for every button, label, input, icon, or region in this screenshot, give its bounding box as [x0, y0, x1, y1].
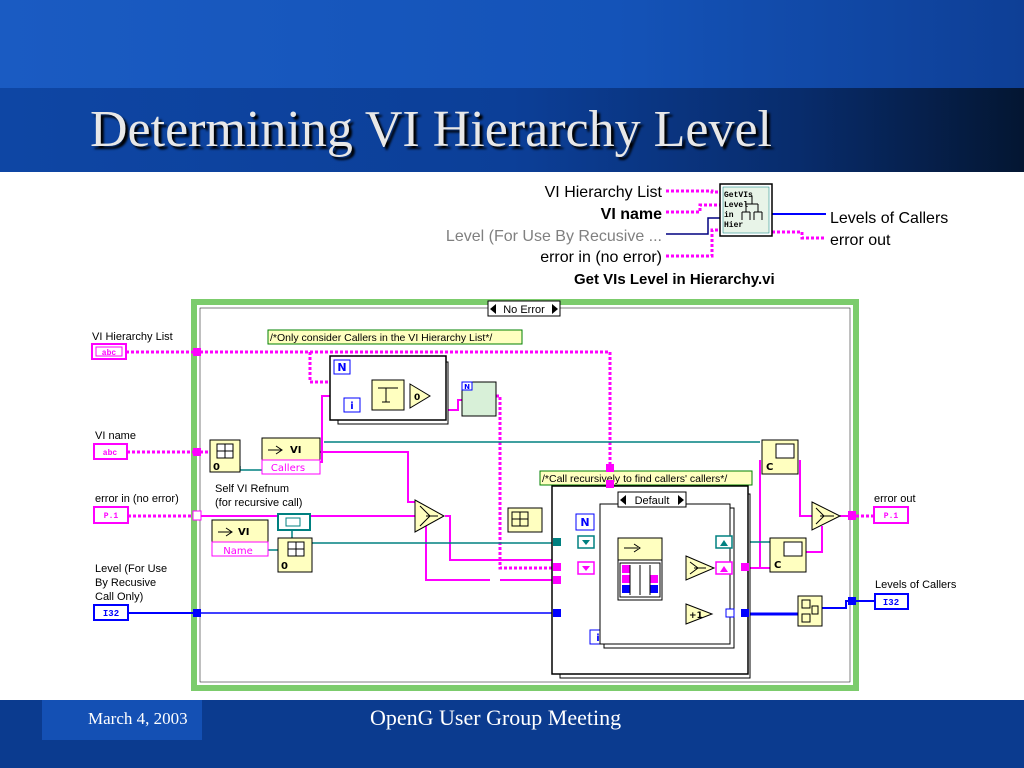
- vi-name-to-path-node: 0: [209, 439, 241, 473]
- increment-node: [685, 603, 714, 625]
- control-vi-name[interactable]: VI name abc: [93, 430, 136, 460]
- indicator-levels[interactable]: Levels of Callers I32: [874, 579, 957, 610]
- property-node-name-label: Name: [223, 546, 253, 557]
- compare-node: [409, 383, 431, 409]
- control-error-in-label: error in (no error): [95, 493, 179, 505]
- connector-input-hierarchy-list: VI Hierarchy List: [545, 184, 663, 201]
- case-selector[interactable]: No Error: [487, 300, 561, 317]
- close-ref-2-c: C: [774, 560, 781, 571]
- for-loop-filter: N i 0: [329, 355, 449, 425]
- call-by-reference-node: [617, 537, 663, 561]
- build-array-n-label: N: [464, 383, 470, 391]
- indicator-error-out-tag: P.1: [884, 512, 899, 521]
- connector-vi-name: Get VIs Level in Hierarchy.vi: [574, 271, 775, 288]
- control-level-tag: I32: [103, 609, 119, 619]
- control-hierarchy-list-tag: abc: [102, 349, 117, 358]
- case-selector-label: No Error: [503, 304, 545, 316]
- open-ref-zero-label: 0: [281, 561, 288, 572]
- inner-loop-i-label: i: [596, 633, 599, 644]
- connector-input-level: Level (For Use By Recusive ...: [446, 228, 662, 245]
- case-structure: No Error /*Only consider Callers in the …: [191, 299, 859, 691]
- loop-count-terminal: [333, 359, 351, 375]
- connector-output-error-out: error out: [830, 232, 891, 249]
- compare-symbol: 0: [414, 393, 420, 403]
- increment-label: +1: [689, 611, 703, 621]
- connector-pane: VI Hierarchy List VI name Level (For Use…: [446, 183, 948, 288]
- header-band-bottom: [0, 88, 1024, 172]
- tunnels: [192, 348, 856, 617]
- control-error-in[interactable]: error in (no error) P.1: [93, 493, 179, 524]
- close-reference-node-1: C: [761, 439, 799, 475]
- comment-callers-filter-text: /*Only consider Callers in the VI Hierar…: [270, 332, 492, 344]
- control-level-label-line3: Call Only): [95, 591, 143, 603]
- footer-title: OpenG User Group Meeting: [370, 705, 622, 730]
- for-loop-recursive: N i Default: [551, 485, 751, 679]
- control-hierarchy-list[interactable]: VI Hierarchy List abc: [91, 331, 173, 360]
- connector-input-error-in: error in (no error): [540, 249, 662, 266]
- inner-case-selector-label: Default: [635, 495, 670, 507]
- icon-text-line3: in: [724, 211, 734, 220]
- close-ref-1-c: C: [766, 462, 773, 473]
- icon-text-line4: Hier: [724, 221, 743, 230]
- control-level-label-line2: By Recusive: [95, 577, 156, 589]
- inner-case-selector[interactable]: Default: [617, 491, 687, 508]
- header-band-top: [0, 0, 1024, 88]
- refnum-label-line1: Self VI Refnum: [215, 483, 289, 495]
- connector-output-levels: Levels of Callers: [830, 210, 948, 227]
- footer-orange-bar: [0, 742, 1024, 768]
- loop-i-label: i: [350, 401, 353, 412]
- property-node-callers-vi: VI: [290, 445, 301, 456]
- tree-icon: [741, 196, 763, 220]
- property-node-callers-label: Callers: [271, 463, 305, 474]
- icon-text-line2: Level: [724, 201, 748, 210]
- inner-loop-n-label: N: [580, 516, 589, 529]
- control-level-label-line1: Level (For Use: [95, 563, 167, 575]
- close-reference-node-2: C: [769, 537, 807, 573]
- footer-date: March 4, 2003: [88, 709, 188, 728]
- control-vi-name-tag: abc: [103, 449, 118, 458]
- loop-n-label: N: [337, 361, 346, 374]
- refnum-label-line2: (for recursive call): [215, 497, 302, 509]
- connector-input-vi-name: VI name: [601, 206, 662, 223]
- icon-text-line1: GetVIs: [724, 191, 753, 200]
- indicator-levels-label: Levels of Callers: [875, 579, 957, 591]
- indicator-error-out-label: error out: [874, 493, 916, 505]
- comment-callers-filter: [267, 329, 523, 345]
- footer-lightband: [42, 700, 202, 740]
- property-node-name: VI Name: [211, 519, 269, 557]
- inner-loop-count-terminal: [575, 513, 595, 531]
- comment-recursive-call: [539, 470, 753, 486]
- control-vi-name-label: VI name: [95, 430, 136, 442]
- control-error-in-tag: P.1: [104, 512, 119, 521]
- indicator-error-out[interactable]: error out P.1: [873, 493, 916, 524]
- slide-title: Determining VI Hierarchy Level: [90, 101, 772, 158]
- property-node-name-vi: VI: [238, 527, 249, 538]
- search-array-node: [371, 379, 405, 411]
- block-diagram: VI Hierarchy List VI name Level (For Use…: [91, 183, 957, 691]
- indicator-levels-tag: I32: [883, 598, 899, 608]
- control-hierarchy-list-label: VI Hierarchy List: [92, 331, 173, 343]
- comment-recursive-call-text: /*Call recursively to find callers' call…: [542, 473, 727, 485]
- vi-name-zero-label: 0: [213, 462, 220, 473]
- slide-header: [0, 0, 1024, 172]
- property-node-callers: VI Callers: [261, 437, 321, 475]
- loop-iteration-terminal: [343, 397, 361, 413]
- control-level[interactable]: Level (For Use By Recusive Call Only) I3…: [93, 563, 167, 621]
